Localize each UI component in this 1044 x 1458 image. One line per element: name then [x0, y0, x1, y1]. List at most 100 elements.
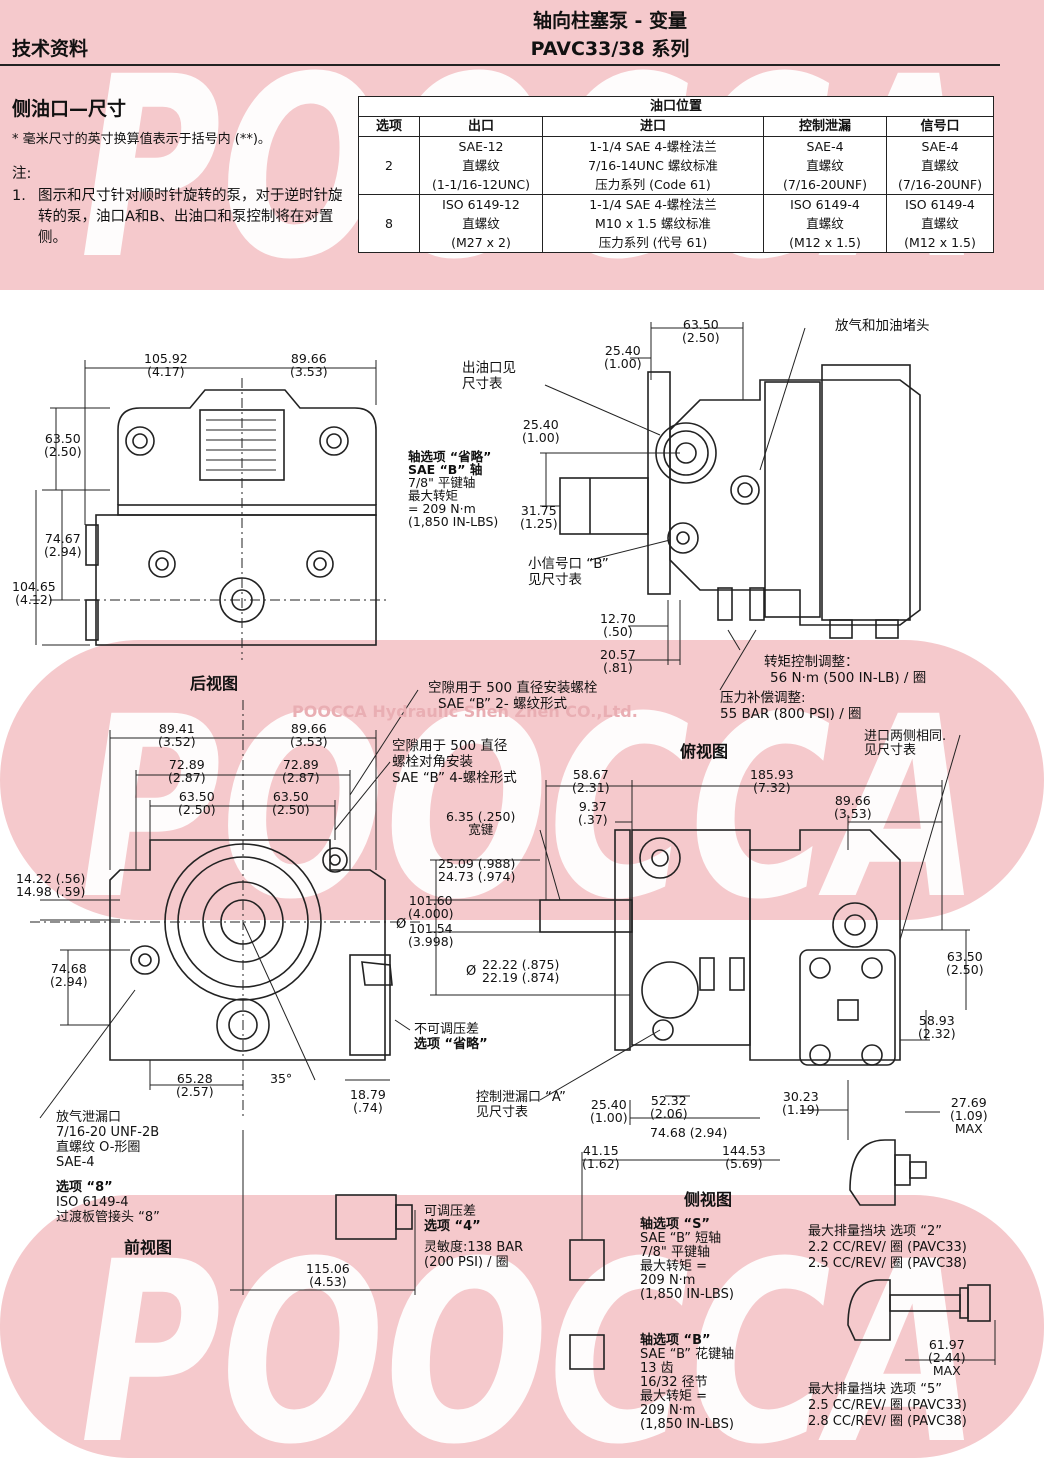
callout-bleed: 放气和加油堵头: [835, 318, 930, 334]
note-label: 注:: [12, 166, 32, 182]
dim-label: 25.40(1.00): [522, 417, 560, 445]
callout-adjustable: 可调压差选项 “4”灵敏度:138 BAR(200 PSI) / 圈: [424, 1204, 524, 1270]
dim-label: 101.54(3.998): [408, 921, 454, 949]
callout-compensator: 压力补偿调整:55 BAR (800 PSI) / 圈: [720, 690, 862, 722]
cell-option: 2: [358, 136, 420, 195]
cell-line: M10 x 1.5 螺纹标准: [595, 216, 711, 231]
view-title-front: 前视图: [124, 1238, 173, 1257]
col-drain: 控制泄漏: [763, 116, 887, 137]
dim-label: 22.22 (.875)22.19 (.874): [482, 957, 560, 985]
section-heading: 侧油口—尺寸: [12, 98, 127, 120]
callout-outlet: 出油口见尺寸表: [462, 360, 516, 392]
cell-line: SAE-4: [806, 139, 844, 154]
view-title-side: 侧视图: [684, 1190, 733, 1209]
dim-label: 63.50(2.50): [272, 789, 310, 817]
cell-line: 直螺纹: [806, 216, 844, 231]
dim-label: 185.93(7.32): [750, 767, 794, 795]
callout-inlet: 进口两侧相同.见尺寸表: [864, 729, 947, 758]
dim-label: 58.67(2.31): [572, 767, 610, 795]
dim-label: 63.50(2.50): [946, 949, 984, 977]
dim-label: 89.66(3.53): [290, 721, 328, 749]
dim-label: 63.50(2.50): [682, 317, 720, 345]
svg-text:POOCCA: POOCCA: [80, 1208, 980, 1458]
cell-line: (M27 x 2): [451, 235, 511, 250]
callout-stop-option2: 最大排量挡块 选项 “2”2.2 CC/REV/ 圈 (PAVC33)2.5 C…: [808, 1224, 967, 1271]
dim-label: 12.70(.50): [600, 611, 636, 639]
dim-label: 25.09 (.988)24.73 (.974): [438, 856, 516, 884]
cell-line: 压力系列 (代号 61): [598, 235, 708, 250]
dim-label: 72.89(2.87): [168, 757, 206, 785]
cell-line: 直螺纹: [462, 158, 500, 173]
cell-line: (1-1/16-12UNC): [432, 177, 530, 192]
cell-line: SAE-4: [921, 139, 959, 154]
dim-label: 52.32(2.06): [650, 1093, 688, 1121]
port-table-caption: 油口位置: [358, 96, 994, 117]
cell-line: (7/16-20UNF): [898, 177, 982, 192]
callout-torque: 转矩控制调整：56 N·m (500 IN-LB) / 圈: [764, 654, 927, 686]
cell-line: ISO 6149-4: [905, 197, 975, 212]
dim-label: 14.22 (.56)14.98 (.59): [16, 871, 86, 899]
diameter-symbol: Ø: [466, 964, 477, 979]
cell-line: 直螺纹: [806, 158, 844, 173]
cell-line: 直螺纹: [921, 158, 959, 173]
dim-label: 105.92(4.17): [144, 351, 188, 379]
dim-label: 65.28(2.57): [176, 1071, 214, 1099]
dim-label: 25.40(1.00): [590, 1097, 628, 1125]
dim-label: 63.50(2.50): [44, 431, 82, 459]
section-label: 技术资料: [12, 38, 89, 60]
dim-label: 104.65(4.12): [12, 579, 56, 607]
cell-line: 7/16-14UNC 螺纹标准: [588, 158, 718, 173]
diameter-symbol: Ø: [396, 917, 407, 932]
dim-label: 18.79(.74): [350, 1087, 386, 1115]
callout-drain-a: 控制泄漏口 “A”见尺寸表: [476, 1090, 566, 1120]
dim-label: 61.97(2.44)MAX: [928, 1337, 966, 1378]
cell-line: 压力系列 (Code 61): [595, 177, 711, 192]
page-title: 轴向柱塞泵 - 变量: [532, 10, 688, 32]
dim-label: 89.66(3.53): [834, 793, 872, 821]
dim-label: 74.68 (2.94): [650, 1125, 728, 1140]
table-row: 2 SAE-12 直螺纹 (1-1/16-12UNC) 1-1/4 SAE 4-螺栓…: [358, 136, 994, 195]
dim-label: 58.93(2.32): [918, 1013, 956, 1041]
dim-label: 41.15(1.62): [582, 1143, 620, 1171]
dim-label: 25.40(1.00): [604, 343, 642, 371]
callout-nonadjustable: 不可调压差选项 “省略”: [414, 1022, 488, 1052]
cell-line: 1-1/4 SAE 4-螺栓法兰: [589, 197, 717, 212]
note-number: 1.: [12, 188, 26, 204]
dim-label: 31.75(1.25): [520, 503, 558, 531]
dim-label: 89.41(3.52): [158, 721, 196, 749]
cell-line: ISO 6149-12: [442, 197, 520, 212]
dim-label: 101.60(4.000): [408, 893, 454, 921]
watermark-line: POOCCA Hydraulic Shen Zhen CO.,Ltd.: [292, 702, 638, 721]
cell-line: 直螺纹: [921, 216, 959, 231]
dim-label: 144.53(5.69): [722, 1143, 766, 1171]
view-title-top: 俯视图: [680, 742, 729, 761]
dim-label: 30.23(1.19): [782, 1089, 820, 1117]
cell-line: ISO 6149-4: [790, 197, 860, 212]
dim-label: 74.68(2.94): [50, 961, 88, 989]
header-rule: [0, 64, 1000, 66]
cell-option: 8: [358, 194, 420, 253]
cell-line: (M12 x 1.5): [789, 235, 861, 250]
dim-label: 20.57(.81): [600, 647, 636, 675]
dim-label: 35°: [270, 1071, 293, 1086]
note-text: 图示和尺寸针对顺时针旋转的泵，对于逆时针旋转的泵，油口A和B、出油口和泵控制将在…: [38, 188, 343, 246]
cell-line: SAE-12: [458, 139, 504, 154]
cell-line: 直螺纹: [462, 216, 500, 231]
svg-text:POOCCA: POOCCA: [80, 663, 980, 954]
cell-line: 1-1/4 SAE 4-螺栓法兰: [589, 139, 717, 154]
dim-label: 115.06(4.53): [306, 1261, 350, 1289]
dim-label: 89.66(3.53): [290, 351, 328, 379]
callout-signal: 小信号口 “B”见尺寸表: [528, 556, 609, 588]
footnote: * 毫米尺寸的英寸换算值表示于括号内 (**)。: [12, 132, 271, 147]
view-title-rear: 后视图: [190, 674, 239, 693]
dim-label: 63.50(2.50): [178, 789, 216, 817]
